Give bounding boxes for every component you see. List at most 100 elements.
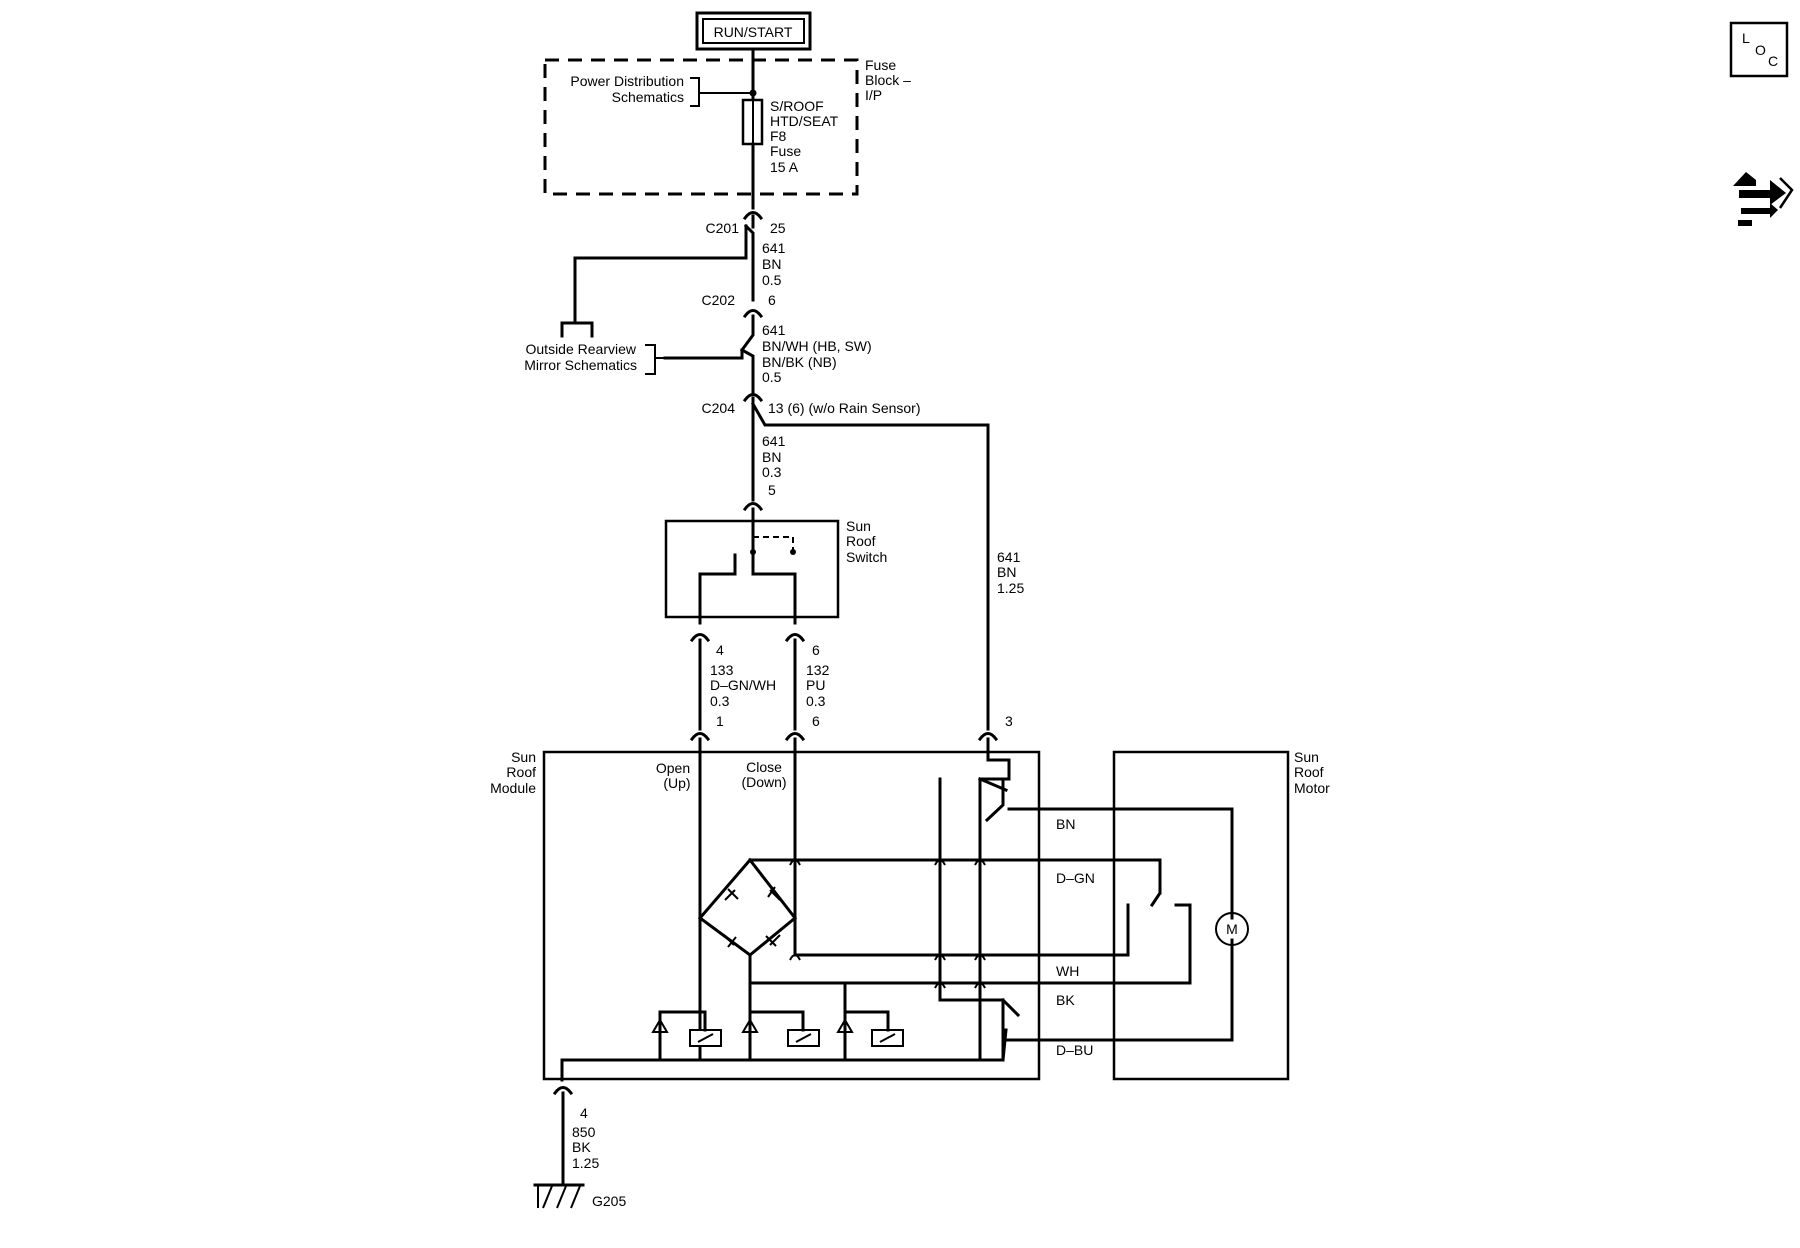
connector-name: C201 [706,220,740,236]
module-ground-connector: 4 [552,1086,588,1121]
wire-color: D–GN/WH [710,677,776,693]
switch-contacts [698,519,797,625]
sun-roof-module-box [542,750,1041,1081]
motor-wire-color: WH [1056,963,1079,979]
wire-label-6: 132 PU 0.3 [806,662,830,709]
wire-circuit: 641 [762,433,786,449]
wire-label-2: 641 BN/WH (HB, SW) BN/BK (NB) 0.5 [762,322,872,385]
component-label-line: Roof [846,533,876,549]
connector-pin: 5 [768,482,776,498]
module-input-connectors: 1 6 3 [689,713,1013,742]
wire-gauge: 0.3 [806,693,826,709]
wire-gauge: 0.3 [762,464,782,480]
module-internal-circuit: M [560,750,1249,1082]
wire-gauge: 0.5 [762,369,782,385]
fuse-block-label-line: Fuse [865,57,896,73]
component-label-line: Switch [846,549,887,565]
loc-letter: L [1742,30,1750,46]
connector-pin: 6 [812,642,820,658]
wire-label-4: 641 BN 1.25 [997,549,1024,596]
reference-text: Schematics [612,89,684,105]
fuse-label: S/ROOF HTD/SEAT F8 Fuse 15 A [770,98,839,175]
motor-wire-color: BK [1056,992,1075,1008]
component-label-line: Roof [1294,764,1324,780]
module-input-open-line: (Up) [663,775,690,791]
power-distribution-reference: Power Distribution Schematics [570,73,753,107]
connector-c202: C202 6 [702,292,776,319]
reference-text: Mirror Schematics [524,357,637,373]
fuse-block-label-line: I/P [865,87,882,103]
fuse-label-line: Fuse [770,143,801,159]
loc-letter: O [1755,42,1766,58]
component-label-line: Sun [846,518,871,534]
connector-pin: 6 [812,713,820,729]
switch-input-connector: 5 [742,482,776,512]
wire-circuit: 133 [710,662,734,678]
sun-roof-module-label: Sun Roof Module [490,749,536,796]
wire-label-1: 641 BN 0.5 [762,240,786,288]
ground-symbol: G205 [533,1183,626,1209]
fuse-f8 [741,98,764,146]
fuse-block-enclosure [543,58,859,196]
fuse-label-line: HTD/SEAT [770,113,839,129]
wire-color: PU [806,677,825,693]
wire-gauge: 0.5 [762,272,782,288]
wire-circuit: 641 [762,240,786,256]
wire-gauge: 1.25 [997,580,1024,596]
motor-symbol: M [1226,921,1238,937]
reference-text: Outside Rearview [526,341,637,357]
connector-pin: 25 [770,220,786,236]
connector-pin: 3 [1005,713,1013,729]
component-label-line: Sun [1294,749,1319,765]
wire-color: BN/BK (NB) [762,354,837,370]
fuse-label-line: 15 A [770,159,799,175]
connector-name: C202 [702,292,736,308]
component-label-line: Module [490,780,536,796]
wire-color: BN [997,564,1016,580]
connector-end-view-icon[interactable] [1733,172,1794,226]
sun-roof-motor-box [1112,750,1290,1081]
fuse-block-label: Fuse Block – I/P [865,57,911,103]
connector-pin: 13 (6) (w/o Rain Sensor) [768,400,921,416]
fuse-block-label-line: Block – [865,72,911,88]
module-input-close-line: Close [746,759,782,775]
wire-circuit: 641 [997,549,1021,565]
motor-wire-labels: BN D–GN WH BK D–BU [1056,816,1095,1058]
wire-color: BN [762,449,781,465]
module-input-labels: Open (Up) Close (Down) [656,759,787,791]
sun-roof-motor-label: Sun Roof Motor [1294,749,1330,796]
connector-c204: C204 13 (6) (w/o Rain Sensor) [702,393,921,416]
switch-output-connectors: 4 6 [689,633,820,658]
component-label-line: Roof [506,764,536,780]
wire-gauge: 1.25 [572,1155,599,1171]
motor-wire-color: D–BU [1056,1042,1093,1058]
mirror-schematics-reference: Outside Rearview Mirror Schematics [524,341,665,375]
reference-text: Power Distribution [570,73,684,89]
fuse-label-line: S/ROOF [770,98,824,114]
connector-c201: C201 25 [706,211,786,236]
wire-color: BK [572,1139,591,1155]
wire-gauge: 0.3 [710,693,730,709]
loc-icon[interactable]: L O C [1729,21,1789,78]
module-input-open-line: Open [656,760,690,776]
splice-connector-symbol [560,321,594,338]
wire-color: BN/WH (HB, SW) [762,338,872,354]
ground-label: G205 [592,1193,626,1209]
fuse-label-line: F8 [770,128,787,144]
wire-label-7: 850 BK 1.25 [572,1124,599,1171]
wire-label-5: 133 D–GN/WH 0.3 [710,662,776,709]
connector-pin: 4 [580,1105,588,1121]
wire-color: BN [762,256,781,272]
power-source-box: RUN/START [695,11,812,51]
connector-pin: 6 [768,292,776,308]
wire-label-3: 641 BN 0.3 [762,433,786,480]
connector-name: C204 [702,400,736,416]
module-input-close-line: (Down) [741,774,786,790]
wire-circuit: 132 [806,662,830,678]
power-source-label: RUN/START [714,24,793,40]
connector-pin: 4 [716,642,724,658]
wire-circuit: 641 [762,322,786,338]
relay-coils [651,1010,904,1062]
wire-circuit: 850 [572,1124,596,1140]
